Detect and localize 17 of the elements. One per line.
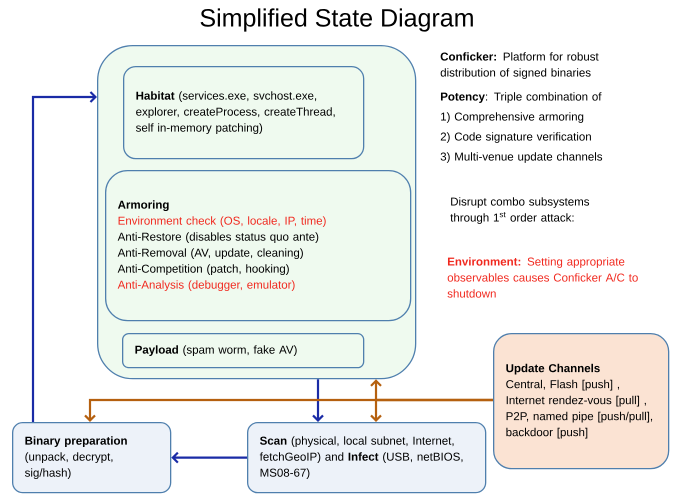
note-text: Conficker: Platform for robust distribution of signed binaries	[440, 52, 599, 79]
title: Simplified State Diagram	[200, 8, 473, 32]
process-box: Update Channels Central, Flash [push] , Internet rendez-vous [pull] , P2P, named pipe [push/pull], backdoor [push]	[493, 333, 670, 470]
note-text: Environment: Setting appropriate observables causes Conficker A/C to shutdown	[448, 257, 638, 298]
arrow	[171, 452, 247, 464]
process-box: Habitat (services.exe, svchost.exe, explorer, createProcess, createThread, self in-memory patching)	[123, 66, 364, 160]
process-box: Payload (spam worm, fake AV)	[122, 333, 364, 368]
note-text: Potency: Triple combination of	[440, 92, 602, 103]
note-text: 2) Code signature verification	[440, 132, 591, 143]
process-box: Armoring Environment check (OS, locale, IP, time) Anti-Restore (disables status quo ante) Anti-Removal (AV, update, cleaning) Anti-Competition (patch, hooking) Anti-Analysis (debugger, emulator)	[105, 170, 412, 322]
note-text: 1) Comprehensive armoring	[441, 112, 584, 123]
process-box: Binary preparation (unpack, decrypt, sig/hash)	[12, 422, 172, 494]
note-text: 3) Multi-venue update channels	[440, 152, 602, 163]
note-text: Disrupt combo subsystems through 1$^{st}$ order attack:	[450, 197, 590, 224]
process-box: Scan (physical, local subnet, Internet, fetchGeoIP) and Infect (USB, netBIOS, MS08-67)	[247, 422, 486, 494]
arrow	[370, 398, 493, 422]
arrow	[312, 379, 324, 422]
